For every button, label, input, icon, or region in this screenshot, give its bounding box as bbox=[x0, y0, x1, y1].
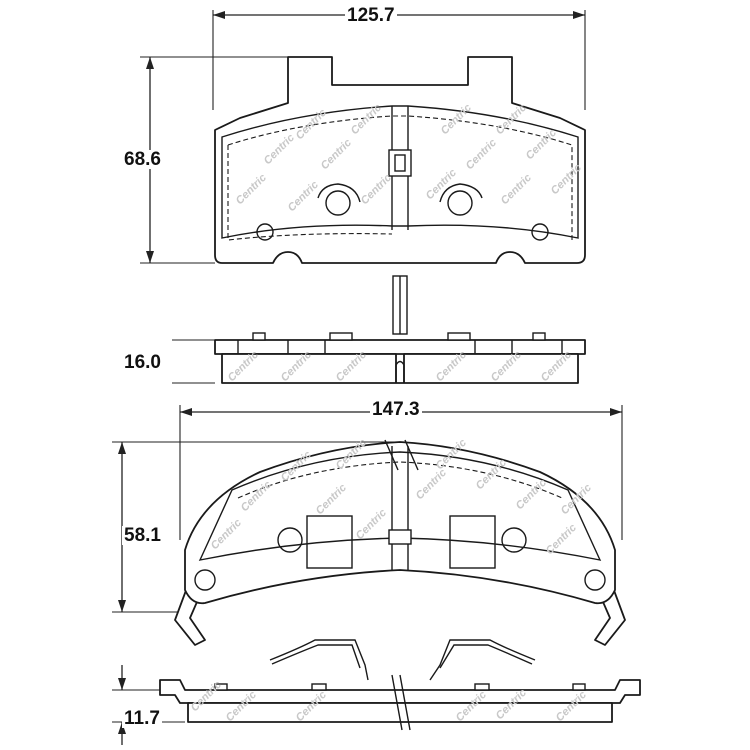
top-pad-front-view: Centric Centric Centric Centric Centric … bbox=[214, 56, 586, 264]
dim-top-height-lines bbox=[140, 56, 290, 264]
bottom-pad-thickness-label: 11.7 bbox=[122, 708, 162, 729]
top-pad-width-label: 125.7 bbox=[345, 5, 397, 26]
top-pad-height-label: 68.6 bbox=[122, 149, 163, 170]
dim-top-width-lines bbox=[212, 10, 586, 110]
dim-side-thick-lines bbox=[172, 339, 215, 384]
bottom-pad-width-label: 147.3 bbox=[370, 399, 422, 420]
bottom-pad-side-view: Centric Centric Centric Centric Centric … bbox=[159, 639, 641, 731]
top-pad-side-view: Centric Centric Centric Centric Centric … bbox=[214, 275, 586, 384]
bottom-pad-height-label: 58.1 bbox=[122, 525, 163, 546]
bottom-pad-front-view: Centric Centric Centric Centric Centric … bbox=[174, 437, 626, 646]
top-pad-thickness-label: 16.0 bbox=[122, 352, 163, 373]
dim-bot-thick-lines bbox=[112, 665, 185, 745]
